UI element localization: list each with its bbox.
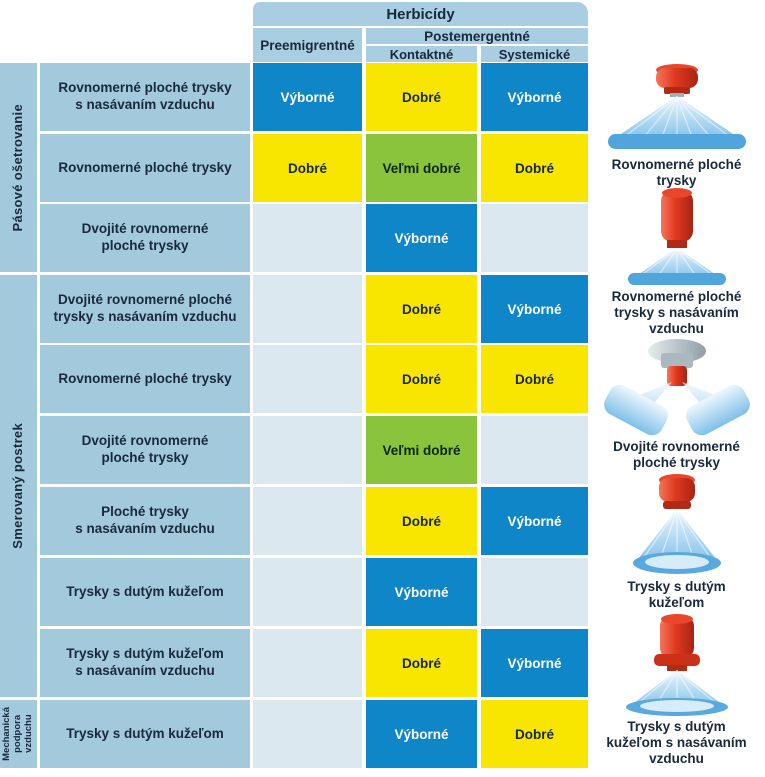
rating-cell: Veľmi dobré [366, 416, 477, 484]
row-label: Dvojité rovnomerné ploché trysky [40, 204, 250, 272]
double-flat-fan-nozzle-icon [603, 339, 750, 436]
rating-cell [481, 558, 588, 626]
row-label: Trysky s dutým kužeľom [40, 558, 250, 626]
header-systemic: Systemické [481, 46, 588, 62]
rating-cell [253, 416, 362, 484]
row-label: Dvojité rovnomerné ploché trysky s nasáv… [40, 275, 250, 343]
hollow-cone-nozzle-icon [632, 474, 721, 574]
figure-air-induction-flat-fan: Rovnomerné ploché trysky s nasávaním vzd… [588, 186, 765, 337]
rating-cell: Dobré [253, 134, 362, 202]
figure-flat-fan: Rovnomerné ploché trysky [588, 62, 765, 189]
rating-cell [253, 558, 362, 626]
rating-cell: Výborné [253, 63, 362, 131]
row-label: Trysky s dutým kužeľom s nasávaním vzduc… [40, 629, 250, 697]
row-label: Trysky s dutým kužeľom [40, 700, 250, 768]
rating-cell: Dobré [366, 275, 477, 343]
header-contact: Kontaktné [366, 46, 477, 62]
figure-caption: Trysky s dutým kužeľom s nasávaním vzduc… [606, 719, 747, 766]
rating-cell: Výborné [481, 63, 588, 131]
rating-cell: Výborné [481, 487, 588, 555]
header-herbicides: Herbicídy [253, 2, 588, 26]
row-label: Rovnomerné ploché trysky [40, 134, 250, 202]
row-label: Rovnomerné ploché trysky s nasávaním vzd… [40, 63, 250, 131]
rating-cell [253, 204, 362, 272]
rating-cell: Dobré [481, 134, 588, 202]
figure-caption: Dvojité rovnomerné ploché trysky [613, 439, 740, 470]
rating-cell: Dobré [366, 63, 477, 131]
rating-cell: Dobré [366, 629, 477, 697]
section-label-mechanical-air: Mechanická podpora vzduchu [0, 700, 37, 768]
rating-cell: Dobré [481, 700, 588, 768]
rating-cell: Dobré [366, 487, 477, 555]
rating-cell: Výborné [366, 700, 477, 768]
figure-caption: Rovnomerné ploché trysky s nasávaním vzd… [611, 289, 742, 336]
rating-cell [481, 416, 588, 484]
rating-cell: Dobré [481, 345, 588, 413]
section-label-text: Smerovaný postrek [10, 423, 26, 549]
row-label: Ploché trysky s nasávaním vzduchu [40, 487, 250, 555]
figure-caption: Trysky s dutým kužeľom [627, 579, 726, 610]
section-label-text: Mechanická podpora vzduchu [1, 707, 34, 761]
air-induction-hollow-cone-nozzle-icon [625, 614, 728, 716]
rating-cell: Výborné [366, 204, 477, 272]
air-induction-flat-fan-nozzle-icon [627, 188, 726, 285]
rating-cell: Výborné [481, 275, 588, 343]
rating-cell [253, 275, 362, 343]
row-label: Dvojité rovnomerné ploché trysky [40, 416, 250, 484]
rating-cell [481, 204, 588, 272]
rating-cell: Dobré [366, 345, 477, 413]
figure-caption: Rovnomerné ploché trysky [611, 157, 742, 188]
section-label-band-treatment: Pásové ošetrovanie [0, 63, 37, 272]
rating-cell [253, 700, 362, 768]
rating-cell [253, 345, 362, 413]
section-label-text: Pásové ošetrovanie [10, 103, 26, 232]
rating-cell [253, 487, 362, 555]
header-preemergent: Preemigrentné [253, 28, 362, 62]
rating-cell [253, 629, 362, 697]
figure-double-flat-fan: Dvojité rovnomerné ploché trysky [588, 336, 765, 471]
rating-cell: Veľmi dobré [366, 134, 477, 202]
figure-air-induction-hollow-cone: Trysky s dutým kužeľom s nasávaním vzduc… [588, 612, 765, 767]
figure-hollow-cone: Trysky s dutým kužeľom [588, 472, 765, 611]
flat-fan-nozzle-icon [607, 64, 746, 149]
rating-cell: Výborné [481, 629, 588, 697]
header-postemergent: Postemergentné [366, 28, 588, 44]
section-label-directed-spray: Smerovaný postrek [0, 275, 37, 697]
rating-cell: Výborné [366, 558, 477, 626]
row-label: Rovnomerné ploché trysky [40, 345, 250, 413]
